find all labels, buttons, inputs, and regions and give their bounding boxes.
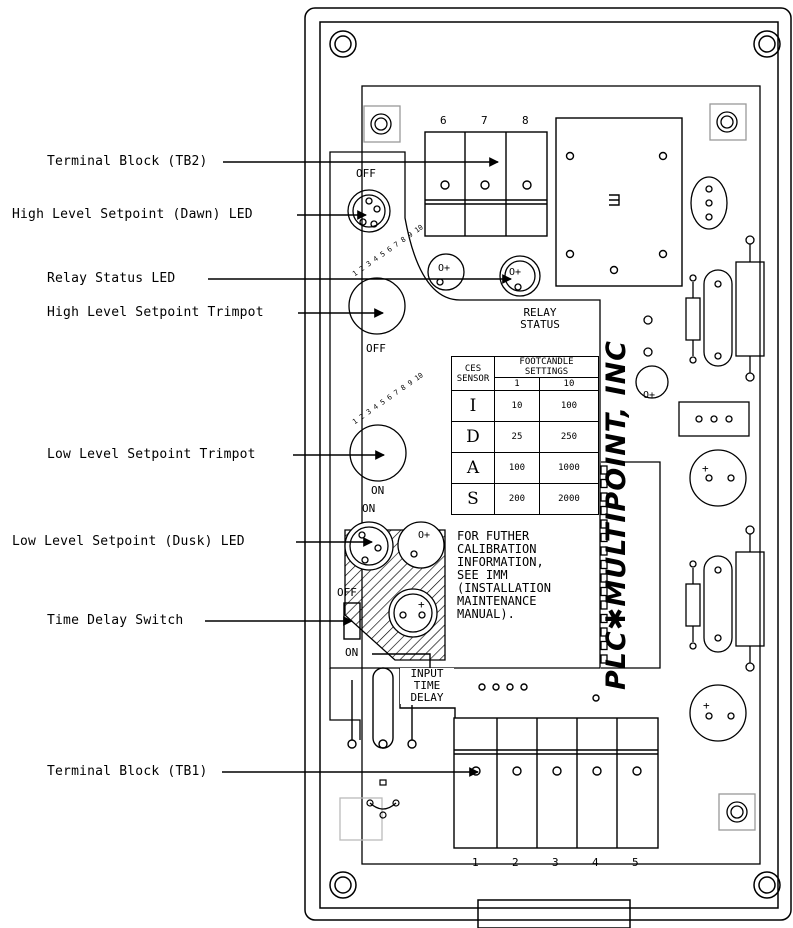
sub-header-10: 10 <box>538 377 600 391</box>
value-cell: 100 <box>494 452 540 484</box>
relay-status-line2: STATUS <box>520 318 560 331</box>
connector-pin <box>600 532 608 543</box>
value-cell: 25 <box>494 421 540 453</box>
value-cell: 2000 <box>538 483 600 515</box>
input-time-delay-line3: DELAY <box>400 692 454 704</box>
connector-pin <box>600 478 608 489</box>
switch-on-label: ON <box>345 646 359 659</box>
tb1-terminal-1: 1 <box>472 856 479 869</box>
callout-leaders <box>205 157 512 777</box>
svg-text:+: + <box>703 699 710 712</box>
tb2-terminal-7: 7 <box>481 114 488 127</box>
high-level-led <box>347 189 391 233</box>
connector-pin <box>600 573 608 583</box>
value-cell: 1000 <box>538 452 600 484</box>
svg-text:+: + <box>418 598 425 611</box>
callout-terminal-block-tb1: Terminal Block (TB1) <box>47 764 208 779</box>
table-row: I 10 100 <box>451 390 600 422</box>
connector-pin <box>600 546 608 556</box>
table-row: D 25 250 <box>451 421 600 453</box>
low-level-trimpot <box>349 424 407 482</box>
relay-led-pair: O+ O+ <box>427 253 541 297</box>
callout-relay-status-led: Relay Status LED <box>47 271 176 286</box>
tb2-terminal-8: 8 <box>522 114 529 127</box>
value-cell: 200 <box>494 483 540 515</box>
input-time-delay-line2: TIME <box>400 680 454 692</box>
tb1-terminal-2: 2 <box>512 856 519 869</box>
connector-pin <box>600 613 608 624</box>
relay <box>555 117 683 287</box>
input-time-delay-line1: INPUT <box>400 668 454 680</box>
callout-high-level-trimpot: High Level Setpoint Trimpot <box>47 305 264 320</box>
connector-pin <box>600 627 608 637</box>
high-led-off-label: OFF <box>356 167 376 180</box>
sensor-cell: I <box>451 390 495 422</box>
callout-time-delay-switch: Time Delay Switch <box>47 613 184 628</box>
callout-terminal-block-tb2: Terminal Block (TB2) <box>47 154 208 169</box>
connector-pin <box>600 640 608 651</box>
sensor-cell: S <box>451 483 495 515</box>
value-cell: 250 <box>538 421 600 453</box>
table-row: S 200 2000 <box>451 483 600 515</box>
tb1-terminal-5: 5 <box>632 856 639 869</box>
calibration-note: FOR FUTHER CALIBRATION INFORMATION, SEE … <box>457 529 551 621</box>
callout-high-level-led: High Level Setpoint (Dawn) LED <box>12 207 253 222</box>
right-components: O+ + + <box>600 176 765 742</box>
brand-logo-text: PLC✱MULTIPOINT, INC <box>601 339 632 690</box>
svg-text:O+: O+ <box>509 267 521 278</box>
switch-off-label: OFF <box>337 586 357 599</box>
svg-text:O+: O+ <box>418 530 430 541</box>
bottom-left-component <box>366 779 400 819</box>
connector-pin <box>600 654 608 664</box>
tb1-terminal-4: 4 <box>592 856 599 869</box>
relay-status-line1: RELAY <box>523 306 557 319</box>
high-pot-off-label: OFF <box>366 342 386 355</box>
connector-pin <box>600 600 608 610</box>
callout-low-level-trimpot: Low Level Setpoint Trimpot <box>47 447 256 462</box>
enclosure <box>304 7 792 928</box>
sensor-cell: A <box>451 452 495 484</box>
connector-pin <box>600 465 608 475</box>
tb2-terminal-6: 6 <box>440 114 447 127</box>
connector-pin <box>600 519 608 529</box>
low-pot-on-label: ON <box>371 484 385 497</box>
connector-pin <box>600 505 608 516</box>
connector-pin <box>600 559 608 570</box>
sensor-cell: D <box>451 421 495 453</box>
terminal-block-tb1 <box>453 717 659 849</box>
high-level-trimpot <box>348 277 406 335</box>
value-cell: 10 <box>494 390 540 422</box>
sub-header-1: 1 <box>494 377 540 391</box>
value-cell: 100 <box>538 390 600 422</box>
terminal-block-tb2 <box>424 131 548 237</box>
svg-text:O+: O+ <box>438 263 450 274</box>
low-level-led-assembly: O+ + <box>344 521 446 661</box>
time-delay-switch <box>343 602 600 749</box>
table-row: A 100 1000 <box>451 452 600 484</box>
callout-low-level-led: Low Level Setpoint (Dusk) LED <box>12 534 245 549</box>
svg-text:O+: O+ <box>643 390 655 401</box>
low-led-on-label: ON <box>362 502 376 515</box>
circuit-board <box>329 85 761 865</box>
connector-pin <box>600 586 608 597</box>
svg-text:+: + <box>702 462 709 475</box>
tb1-terminal-3: 3 <box>552 856 559 869</box>
connector-pin <box>600 492 608 502</box>
